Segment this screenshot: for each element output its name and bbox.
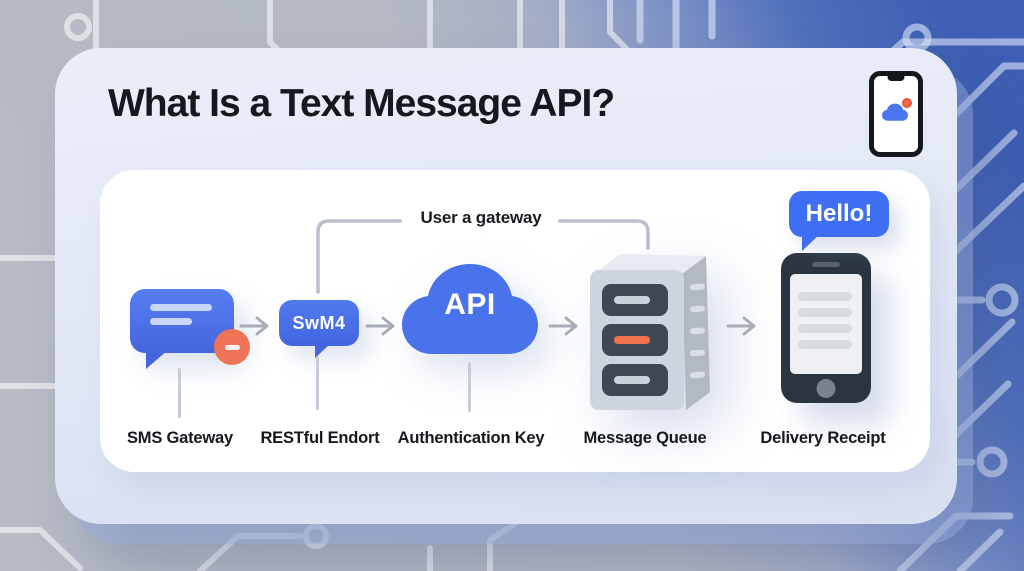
connector-line [178, 368, 181, 418]
hello-message-bubble: Hello! [789, 191, 889, 251]
cloud-icon [882, 103, 908, 126]
label-sms-gateway: SMS Gateway [126, 429, 233, 447]
flow-arrow-3 [548, 316, 578, 336]
hello-text: Hello! [805, 200, 873, 227]
flow-arrow-1 [239, 316, 269, 336]
notification-badge-icon [214, 329, 250, 365]
connector-line [468, 362, 471, 412]
label-authentication-key: Authentication Key [397, 429, 545, 447]
label-message-queue: Message Queue [583, 429, 707, 447]
label-delivery-receipt: Delivery Receipt [760, 429, 886, 447]
phone-screen [790, 274, 862, 374]
screen-text-line [798, 292, 852, 301]
chat-text-line [150, 318, 192, 325]
phone-home-button [816, 379, 836, 398]
flow-arrow-2 [365, 316, 395, 336]
notification-dot-icon [902, 98, 912, 108]
api-cloud-text: API [444, 288, 496, 321]
phone-notch [887, 75, 905, 81]
speech-bubble-text: SwM4 [292, 312, 346, 333]
screen-text-line [798, 340, 852, 349]
screen-text-line [798, 308, 852, 317]
smartphone-icon [781, 253, 871, 403]
badge-dash [224, 344, 240, 350]
label-restful-endpoint: RESTful Endort [260, 429, 380, 447]
phone-speaker [812, 262, 840, 267]
bracket-label: User a gateway [420, 208, 542, 227]
page-title: What Is a Text Message API? [108, 82, 615, 125]
flow-arrow-4 [726, 316, 756, 336]
connector-line [316, 356, 319, 410]
chat-text-line [150, 304, 212, 311]
chat-bubble-notification-icon [130, 289, 250, 369]
phone-cloud-icon [869, 71, 923, 157]
speech-bubble-icon: SwM4 [279, 300, 359, 358]
api-cloud-icon: API [402, 262, 538, 354]
server-stack-icon [584, 246, 712, 416]
screen-text-line [798, 324, 852, 333]
